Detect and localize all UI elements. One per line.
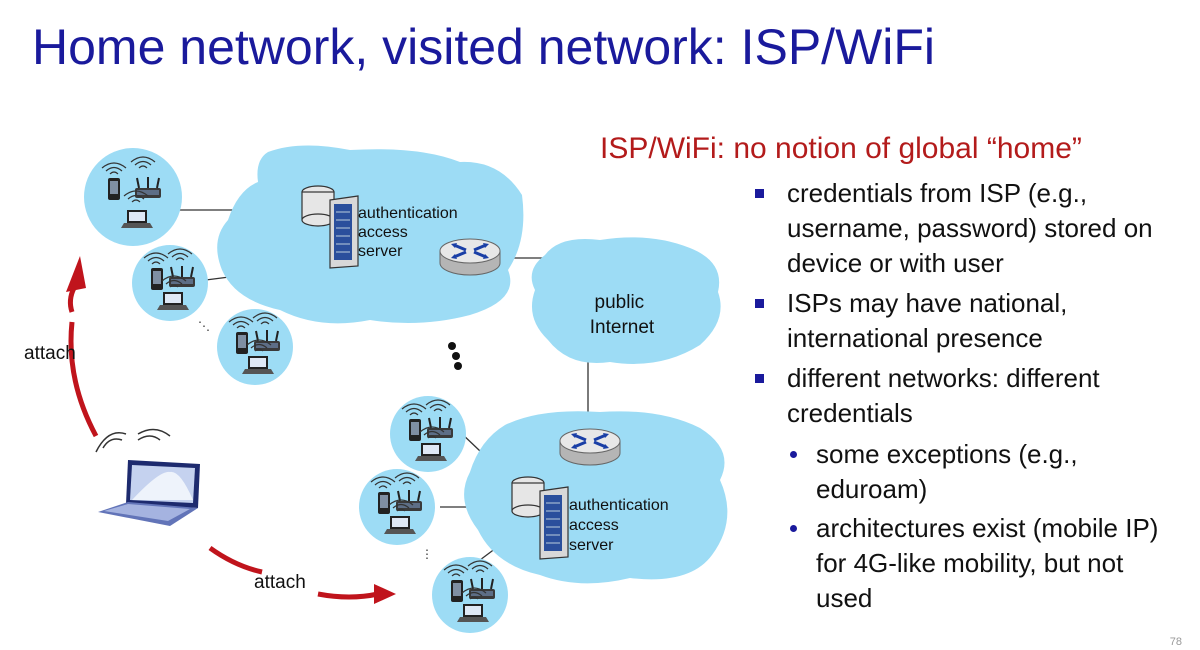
bullet-3: different networks: different credential… xyxy=(755,361,1167,431)
bottom-router-icon xyxy=(558,427,622,467)
bullet-text: different networks: different credential… xyxy=(787,363,1100,428)
sub-bullet-2: architectures exist (mobile IP) for 4G-l… xyxy=(790,511,1186,616)
sub-bullet-text: some exceptions (e.g., eduroam) xyxy=(816,439,1078,504)
ellipsis-small-1: ⋱ xyxy=(198,319,210,333)
home-network-2 xyxy=(132,245,208,321)
bullet-marker xyxy=(755,374,764,383)
home-network-3 xyxy=(217,309,293,385)
internet-label: public Internet xyxy=(590,292,655,338)
bullet-1: credentials from ISP (e.g., username, pa… xyxy=(755,176,1167,281)
page-number: 78 xyxy=(1169,636,1182,648)
attach-label-bottom: attach xyxy=(254,572,306,593)
sub-bullet-text: architectures exist (mobile IP) for 4G-l… xyxy=(816,513,1159,613)
sub-bullet-1: some exceptions (e.g., eduroam) xyxy=(790,437,1176,507)
ellipsis-small-2: ⋮ xyxy=(421,547,433,561)
ellipsis-big xyxy=(448,342,462,370)
sub-bullet-marker xyxy=(790,525,797,532)
top-router-icon xyxy=(438,237,502,277)
attach-label-left: attach xyxy=(24,343,76,364)
bullet-marker xyxy=(755,299,764,308)
internet-cloud xyxy=(531,237,721,364)
attach-arrow-bottom xyxy=(208,545,396,604)
bottom-isp-cloud xyxy=(464,411,728,584)
bullet-marker xyxy=(755,189,764,198)
bullet-text: ISPs may have national, international pr… xyxy=(787,288,1068,353)
slide-title: Home network, visited network: ISP/WiFi xyxy=(32,19,936,75)
bottom-server-label: authentication access server xyxy=(569,497,673,554)
subtitle: ISP/WiFi: no notion of global “home” xyxy=(600,132,1082,165)
attach-arrow-left xyxy=(66,256,99,438)
home-network-1 xyxy=(84,148,182,246)
bullet-text: credentials from ISP (e.g., username, pa… xyxy=(787,178,1153,278)
top-server-label: authentication access server xyxy=(358,205,462,260)
sub-bullet-marker xyxy=(790,451,797,458)
top-isp-cloud xyxy=(217,145,524,324)
visited-network-1 xyxy=(390,396,466,472)
visited-network-3 xyxy=(432,557,508,633)
bullet-2: ISPs may have national, international pr… xyxy=(755,286,1167,356)
mobile-laptop-icon xyxy=(95,428,200,526)
visited-network-2 xyxy=(359,469,435,545)
